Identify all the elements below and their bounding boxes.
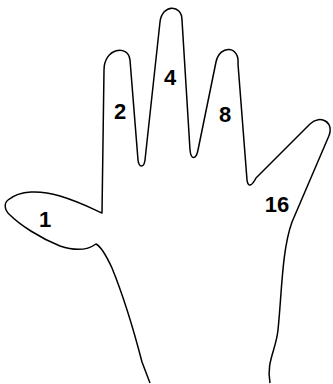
callout-number: 8 bbox=[218, 104, 232, 126]
hand-outline bbox=[5, 8, 330, 383]
callout-number: 2 bbox=[113, 101, 127, 123]
callout-number: 1 bbox=[38, 209, 52, 231]
callout-number: 4 bbox=[163, 67, 177, 89]
callout-number: 16 bbox=[264, 194, 290, 216]
